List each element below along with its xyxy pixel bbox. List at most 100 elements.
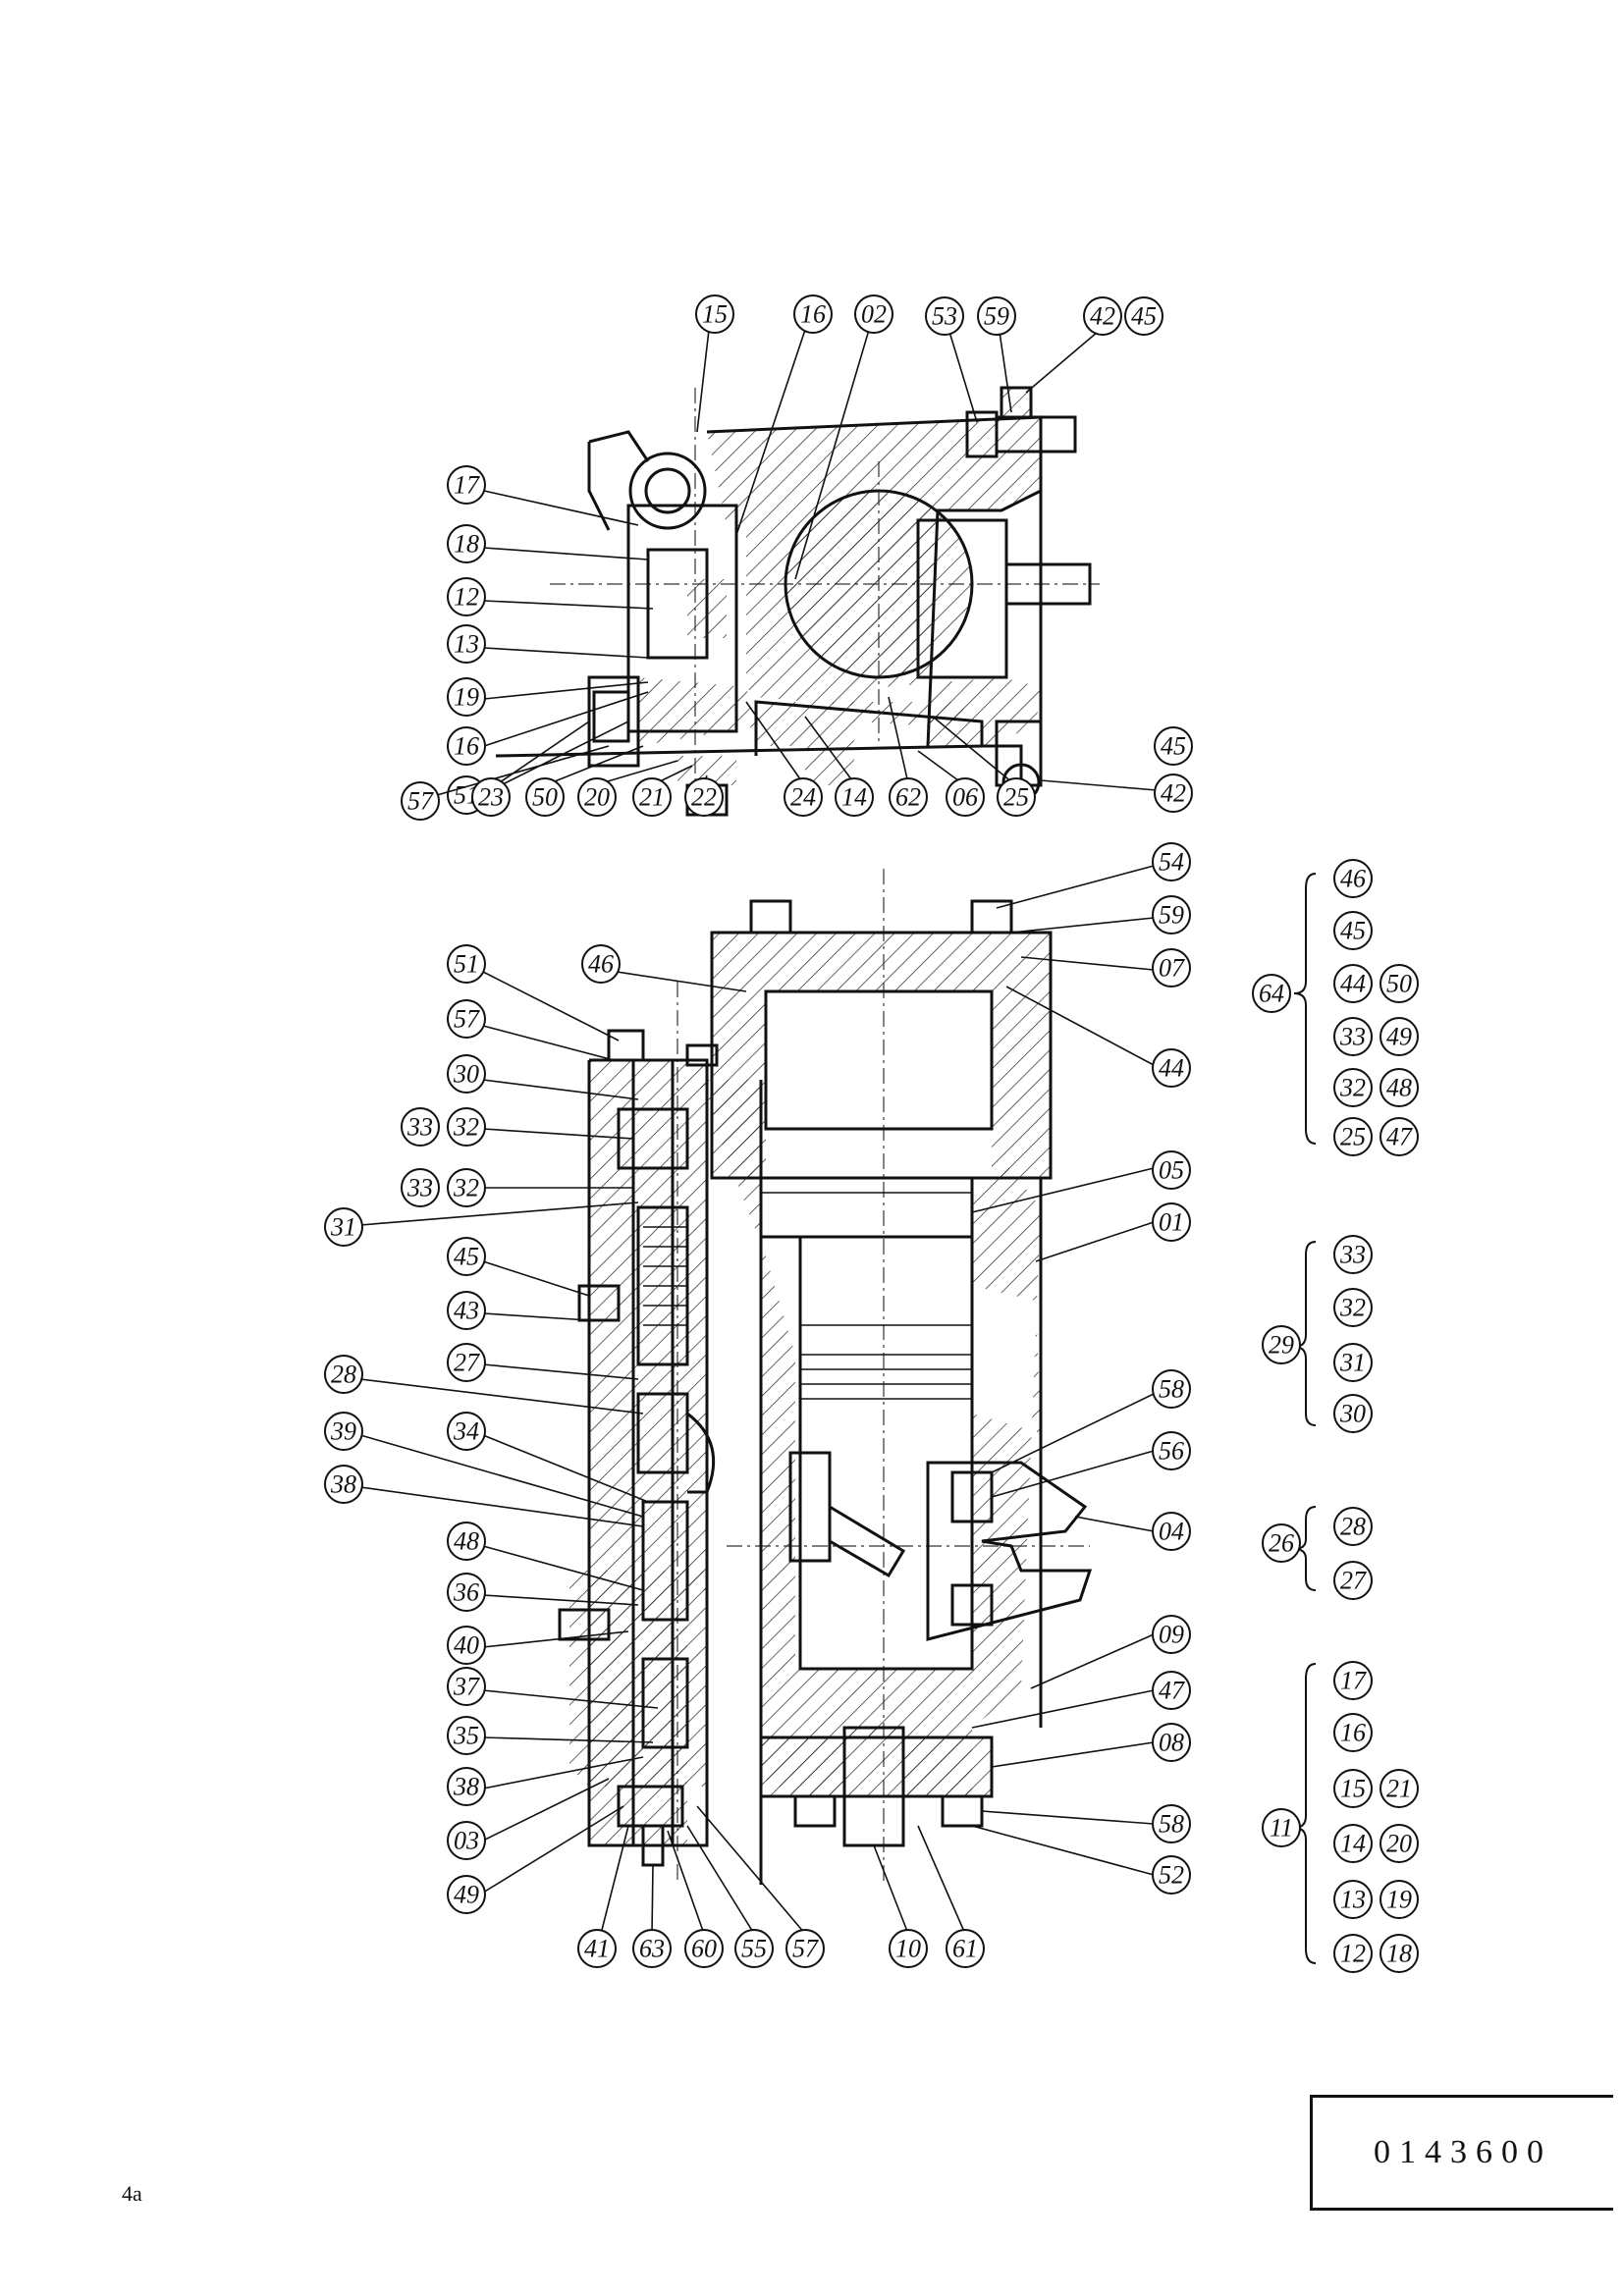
group-member: 14 xyxy=(1333,1824,1373,1863)
callout-label: 16 xyxy=(454,732,479,761)
callout-bubble: 52 xyxy=(971,1825,1191,1895)
callout-bubble: 25 xyxy=(932,716,1036,817)
callout-bubble: 18 xyxy=(447,524,649,563)
callout-bubble: 01 xyxy=(1035,1202,1191,1262)
callout-label: 17 xyxy=(454,471,480,500)
callout-label: 49 xyxy=(454,1881,479,1909)
group-member: 50 xyxy=(1380,964,1419,1003)
callout-bubble: 30 xyxy=(447,1054,639,1100)
callout-label: 59 xyxy=(984,302,1009,331)
callout-label: 46 xyxy=(588,950,614,979)
svg-text:27: 27 xyxy=(1340,1567,1367,1595)
group-member: 49 xyxy=(1380,1017,1419,1056)
callout-bubble: 58 xyxy=(991,1369,1191,1473)
callout-label: 15 xyxy=(702,300,728,329)
callout-bubble: 28 xyxy=(324,1355,644,1415)
group-member: 21 xyxy=(1380,1769,1419,1808)
svg-text:25: 25 xyxy=(1340,1123,1366,1151)
group-member: 33 xyxy=(1333,1235,1373,1274)
svg-text:19: 19 xyxy=(1386,1886,1412,1914)
callout-bubble: 02 xyxy=(794,294,893,580)
callout-label: 06 xyxy=(952,783,978,812)
svg-text:33: 33 xyxy=(1339,1241,1366,1269)
callout-bubble: 03 xyxy=(447,1778,610,1860)
svg-text:47: 47 xyxy=(1386,1123,1413,1151)
callout-label: 45 xyxy=(1131,302,1157,331)
callout-label: 48 xyxy=(454,1527,479,1556)
callout-label: 16 xyxy=(800,300,826,329)
callout-bubble: 32 xyxy=(447,1107,634,1147)
callout-bubble: 07 xyxy=(1020,948,1191,988)
callout-label: 31 xyxy=(330,1213,356,1242)
svg-text:26: 26 xyxy=(1269,1529,1294,1558)
callout-bubble: 22 xyxy=(684,774,724,817)
callout-label: 24 xyxy=(790,783,816,812)
callout-bubble: 43 xyxy=(447,1291,590,1330)
group-id-29: 29 xyxy=(1262,1325,1301,1364)
callout-label: 02 xyxy=(861,300,887,329)
callout-bubble: 41 xyxy=(577,1825,629,1968)
callout-label: 10 xyxy=(895,1935,921,1963)
svg-text:64: 64 xyxy=(1259,980,1284,1008)
callout-label: 34 xyxy=(453,1417,479,1446)
callout-bubble: 50 xyxy=(525,745,644,817)
callout-label: 30 xyxy=(453,1060,479,1089)
group-member: 25 xyxy=(1333,1117,1373,1156)
callout-label: 03 xyxy=(454,1827,479,1855)
group-member: 47 xyxy=(1380,1117,1419,1156)
callout-bubble: 35 xyxy=(447,1716,654,1755)
svg-text:32: 32 xyxy=(1339,1074,1366,1102)
group-id-64: 64 xyxy=(1252,974,1291,1013)
callout-bubble: 20 xyxy=(577,760,678,817)
callout-label: 01 xyxy=(1159,1208,1184,1237)
callout-bubble: 45 xyxy=(447,1237,590,1297)
callout-bubble: 44 xyxy=(1005,986,1191,1088)
callout-bubble: 23 xyxy=(471,721,629,817)
svg-text:44: 44 xyxy=(1340,970,1366,998)
callout-bubble: 08 xyxy=(991,1723,1191,1768)
callout-bubble: 39 xyxy=(324,1412,644,1518)
callout-label: 56 xyxy=(1159,1437,1184,1466)
group-member: 17 xyxy=(1333,1661,1373,1700)
svg-text:29: 29 xyxy=(1269,1331,1294,1360)
callout-bubble: 57 xyxy=(696,1805,825,1968)
group-member: 30 xyxy=(1333,1394,1373,1433)
group-member: 33 xyxy=(1333,1017,1373,1056)
svg-text:14: 14 xyxy=(1340,1830,1366,1858)
callout-label: 08 xyxy=(1159,1729,1184,1757)
callout-label: 38 xyxy=(453,1773,479,1801)
callout-bubble: 24 xyxy=(745,701,823,817)
svg-text:21: 21 xyxy=(1386,1775,1412,1803)
callout-label: 13 xyxy=(454,630,479,659)
callout-bubble: 59 xyxy=(977,296,1016,413)
callout-label: 28 xyxy=(331,1361,356,1389)
group-member: 27 xyxy=(1333,1561,1373,1600)
callout-bubble: 04 xyxy=(1074,1512,1191,1551)
callout-label: 22 xyxy=(691,783,717,812)
callout-label: 42 xyxy=(1161,779,1186,808)
group-member: 20 xyxy=(1380,1824,1419,1863)
callout-label: 58 xyxy=(1159,1375,1184,1404)
callout-label: 62 xyxy=(895,783,921,812)
callout-bubble: 42 xyxy=(1025,296,1122,394)
callout-bubble: 48 xyxy=(447,1522,644,1591)
svg-text:11: 11 xyxy=(1270,1814,1293,1842)
callout-bubble: 16 xyxy=(735,294,833,536)
callout-bubble: 49 xyxy=(447,1805,624,1914)
group-member: 44 xyxy=(1333,964,1373,1003)
svg-text:45: 45 xyxy=(1340,917,1366,945)
callout-bubble: 33 xyxy=(401,1168,440,1207)
svg-text:16: 16 xyxy=(1340,1719,1366,1747)
callout-label: 14 xyxy=(841,783,867,812)
callout-bubble: 62 xyxy=(888,696,928,817)
callout-bubble: 58 xyxy=(981,1804,1191,1843)
part-groups: 64 25 32 33 44 45 46 47 48 49 50 29 30 3… xyxy=(1252,859,1419,1973)
callout-label: 25 xyxy=(1003,783,1029,812)
callout-label: 43 xyxy=(454,1297,479,1325)
callout-label: 05 xyxy=(1159,1156,1184,1185)
callout-label: 57 xyxy=(792,1935,819,1963)
callout-label: 19 xyxy=(454,683,479,712)
svg-text:18: 18 xyxy=(1386,1940,1412,1968)
svg-text:17: 17 xyxy=(1340,1667,1367,1695)
